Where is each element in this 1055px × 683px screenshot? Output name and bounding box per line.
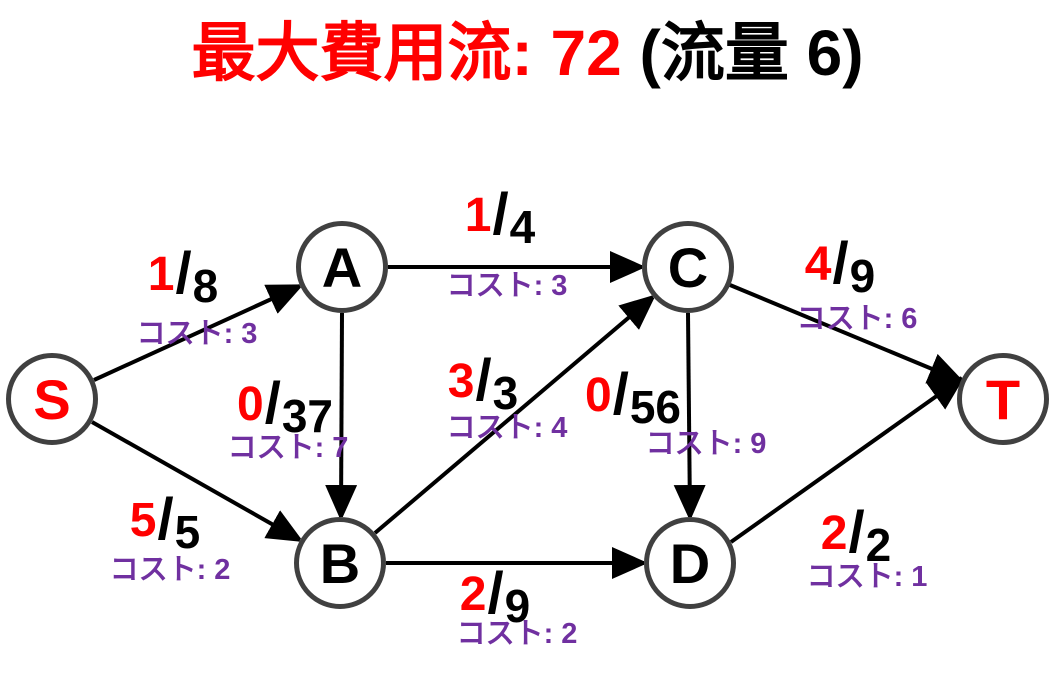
edge-d-t-cost-label: コスト: 1 (806, 561, 928, 593)
edge-d-t-slash: / (848, 500, 865, 565)
title-flow-amount: (流量 6) (639, 17, 864, 89)
edge-a-c-flow-capacity-label: 1/4 (464, 186, 536, 253)
node-A-label: A (321, 235, 363, 299)
edge-c-d-flow: 0 (585, 369, 612, 422)
edge-b-c-capacity: 3 (492, 367, 519, 419)
edge-b-c-cost-label: コスト: 4 (446, 412, 568, 444)
edge-a-c-flow: 1 (464, 189, 492, 242)
node-S: S (6, 353, 98, 445)
edge-c-t-capacity: 9 (849, 250, 876, 302)
edge-line-b-c (373, 297, 653, 535)
edge-c-t-flow: 4 (804, 238, 832, 291)
edge-s-a-flow-capacity-label: 1/8 (147, 245, 219, 312)
edge-a-b-slash: / (264, 371, 281, 436)
edge-s-a-cost-label: コスト: 3 (136, 318, 258, 350)
edge-b-c-flow-capacity-label: 3/3 (447, 352, 519, 419)
edge-s-a-slash: / (175, 241, 192, 306)
edge-b-d-cost-label: コスト: 2 (456, 618, 578, 650)
node-T: T (957, 353, 1049, 445)
edge-a-b-capacity: 37 (281, 390, 333, 442)
edge-line-c-t (729, 283, 961, 381)
node-S-label: S (33, 367, 71, 431)
edge-a-b-cost-label: コスト: 7 (227, 432, 349, 464)
edge-line-c-d (688, 312, 690, 517)
edge-a-b-flow: 0 (237, 378, 264, 431)
edge-b-c-flow: 3 (447, 355, 475, 408)
edge-s-b-flow-capacity-label: 5/5 (129, 491, 201, 558)
edge-c-d-slash: / (612, 362, 629, 427)
edge-s-b-slash: / (157, 487, 174, 552)
edge-d-t-flow: 2 (820, 507, 848, 560)
edge-s-b-capacity: 5 (174, 506, 201, 558)
edge-c-d-capacity: 56 (629, 381, 681, 433)
diagram-title: 最大費用流: 72 (流量 6) (0, 18, 1055, 88)
edge-d-t-flow-capacity-label: 2/2 (820, 504, 892, 571)
node-B-label: B (319, 531, 361, 595)
edge-b-d-capacity: 9 (504, 580, 531, 632)
edge-line-s-b (91, 420, 300, 540)
edge-line-d-t (729, 378, 962, 544)
edge-a-b-flow-capacity-label: 0/37 (237, 375, 333, 442)
node-T-label: T (985, 367, 1021, 431)
title-max-cost-flow: 最大費用流: 72 (191, 17, 622, 89)
node-C: C (642, 221, 734, 313)
edge-b-c-slash: / (475, 348, 492, 413)
node-D: D (644, 517, 736, 609)
edge-c-d-flow-capacity-label: 0/56 (585, 366, 681, 433)
edge-line-s-a (93, 284, 300, 382)
edge-b-d-flow-capacity-label: 2/9 (459, 565, 531, 632)
edge-b-d-slash: / (487, 561, 504, 626)
edge-s-b-flow: 5 (129, 494, 157, 547)
edge-d-t-capacity: 2 (865, 519, 892, 571)
edge-c-t-slash: / (832, 231, 849, 296)
edge-line-a-b (341, 312, 342, 517)
edge-a-c-slash: / (492, 182, 509, 247)
edge-c-d-cost-label: コスト: 9 (645, 428, 767, 460)
edge-s-a-capacity: 8 (192, 260, 219, 312)
edge-s-a-flow: 1 (147, 248, 175, 301)
edge-c-t-flow-capacity-label: 4/9 (804, 235, 876, 302)
edge-b-d-flow: 2 (459, 568, 487, 621)
node-D-label: D (669, 531, 711, 595)
node-B: B (294, 517, 386, 609)
edge-s-b-cost-label: コスト: 2 (109, 554, 231, 586)
edge-a-c-capacity: 4 (509, 201, 536, 253)
node-A: A (296, 221, 388, 313)
edge-a-c-cost-label: コスト: 3 (446, 270, 568, 302)
node-C-label: C (667, 235, 709, 299)
edge-c-t-cost-label: コスト: 6 (796, 303, 918, 335)
